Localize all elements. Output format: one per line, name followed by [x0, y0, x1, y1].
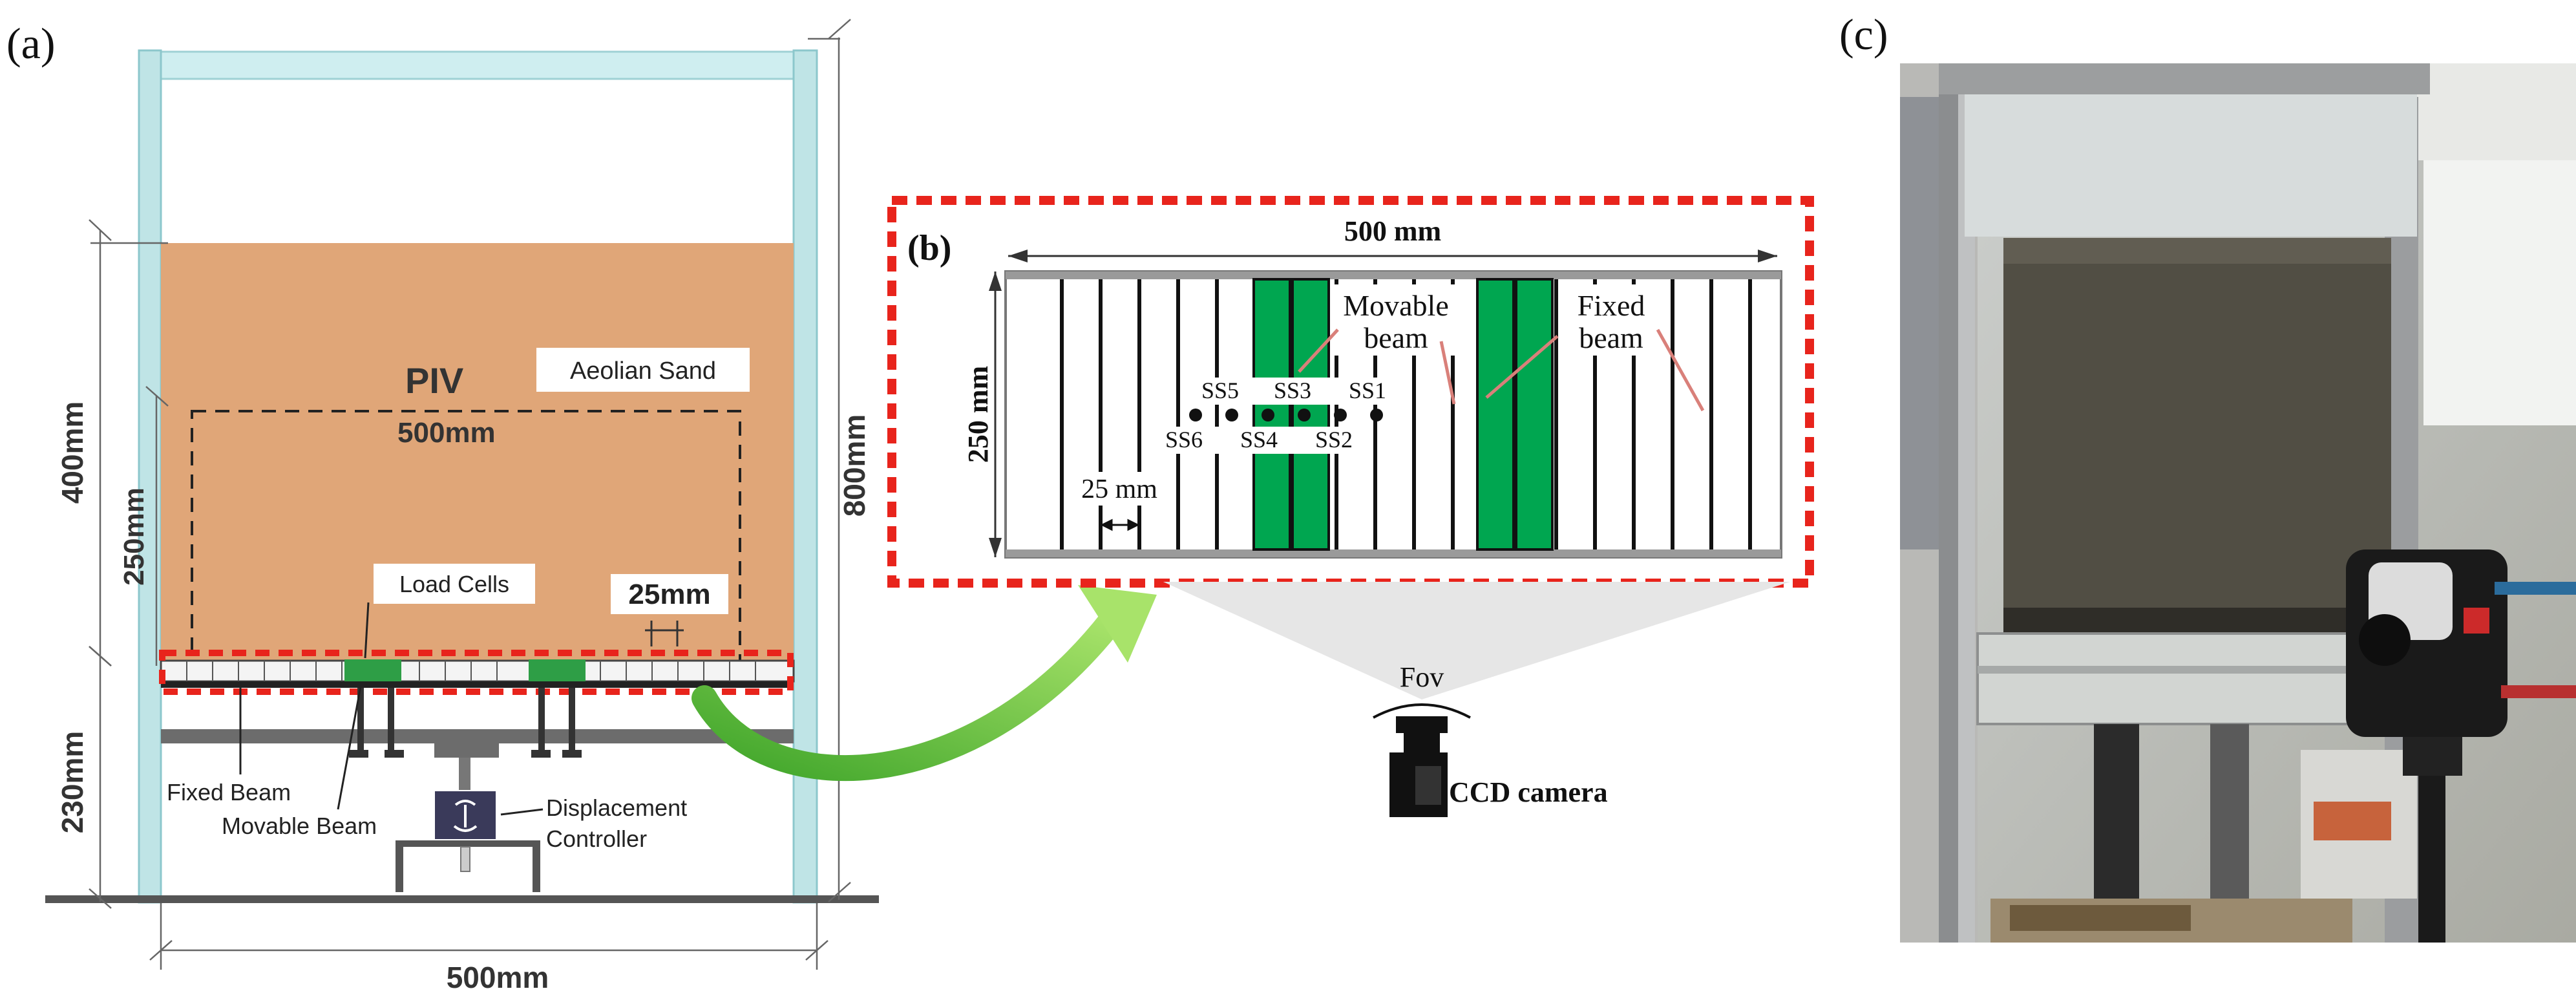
height-400-label: 400mm — [56, 401, 89, 504]
controller-stand-top — [396, 840, 540, 847]
piv-label: PIV — [405, 360, 463, 401]
zoom-arrow — [692, 608, 1124, 782]
panel-c: (c) — [1839, 10, 2576, 943]
fov-arc — [1373, 703, 1471, 719]
movable-beam-4 — [1515, 278, 1554, 551]
experiment-photo — [1900, 63, 2576, 943]
sensor-ss6: SS6 — [1165, 427, 1203, 453]
fixed-beam-label: Fixed — [1578, 289, 1645, 322]
aeolian-sand-box — [536, 348, 750, 392]
fov-label: Fov — [1400, 661, 1444, 693]
height-250-label: 250mm — [118, 487, 150, 586]
panel-c-label: (c) — [1839, 10, 1888, 59]
beam-strip — [160, 659, 795, 688]
panel-a: (a) PIV 500mm Aeolian Sand Load Cells 25… — [6, 19, 879, 994]
aeolian-sand-label: Aeolian Sand — [570, 357, 716, 385]
support-rods — [349, 688, 582, 758]
width-arrow-left — [1008, 250, 1028, 262]
sensor-label-bg-top — [1202, 378, 1396, 405]
controller-stem — [460, 846, 470, 872]
movable-beam-label: Movable Beam — [222, 813, 377, 839]
photo-sand — [2003, 238, 2391, 621]
panel-b: (b) 500 mm 250 mm Movable — [887, 196, 1814, 817]
load-cells-label: Load Cells — [399, 571, 509, 597]
fixed-beam-label-2: beam — [1579, 321, 1643, 354]
beam-plate-top — [1006, 272, 1781, 279]
ccd-camera-icon — [1389, 716, 1448, 817]
label-pointers — [1298, 328, 1705, 412]
displacement-label-2: Controller — [546, 826, 647, 852]
piv-width-label: 500mm — [397, 417, 496, 449]
fixed-beam-label: Fixed Beam — [167, 779, 291, 805]
load-cells-pointer — [364, 602, 370, 659]
movable-label-bg — [1331, 284, 1461, 356]
spacing-label-bg — [1065, 472, 1174, 506]
zoom-arrow-head — [1078, 585, 1157, 663]
width-500-label: 500mm — [447, 961, 549, 994]
sensor-ss4: SS4 — [1240, 427, 1278, 453]
sensor-ss3: SS3 — [1274, 378, 1311, 403]
movable-beam-label-1: Movable — [1343, 289, 1449, 322]
height-arrow-top — [989, 272, 1002, 291]
frame-top-bar — [153, 50, 801, 80]
soil-pressure-sensors — [1189, 409, 1383, 421]
controller-stand-right — [533, 840, 540, 892]
height-230-label: 230mm — [56, 731, 89, 834]
actuator-head — [434, 743, 499, 758]
fixed-label-bg — [1563, 284, 1660, 356]
spacing-marker — [1100, 518, 1140, 531]
sensor-ss1: SS1 — [1349, 378, 1386, 403]
load-cells-box — [374, 564, 535, 604]
sensor-ss5: SS5 — [1201, 378, 1239, 403]
support-plate — [161, 729, 794, 743]
frame-left-post — [138, 49, 162, 904]
beam-spacing-marker — [645, 621, 684, 646]
movable-beam-pointer — [337, 686, 362, 810]
beam-spacing-label-b: 25 mm — [1081, 474, 1157, 504]
actuator-rod — [459, 758, 470, 790]
load-cell-left — [344, 659, 401, 685]
ground-line — [45, 895, 879, 903]
beam-plate-bottom — [1006, 549, 1781, 557]
height-arrow-bottom — [989, 538, 1002, 557]
sensor-label-bg-bottom — [1157, 427, 1364, 454]
width-arrow-right — [1758, 250, 1777, 262]
movable-beam-label-2: beam — [1364, 321, 1428, 354]
sensor-ss2: SS2 — [1315, 427, 1353, 453]
beam-spacing-box — [611, 574, 728, 614]
displacement-pointer — [500, 808, 544, 816]
controller-symbol — [453, 800, 478, 832]
highlight-beam-region — [159, 650, 794, 695]
camera-label: CCD camera — [1449, 776, 1608, 808]
movable-beam-3 — [1476, 278, 1515, 551]
panel-a-label: (a) — [6, 19, 55, 68]
width-label: 500 mm — [1344, 215, 1441, 247]
displacement-label-1: Displacement — [546, 794, 687, 821]
controller-stand-left — [396, 840, 403, 892]
beam-spacing-label: 25mm — [628, 579, 710, 610]
panel-b-label: (b) — [907, 228, 951, 268]
height-label: 250 mm — [962, 366, 994, 463]
height-800-label: 800mm — [838, 414, 871, 517]
field-of-view — [1163, 582, 1790, 699]
load-cell-right — [529, 659, 586, 685]
